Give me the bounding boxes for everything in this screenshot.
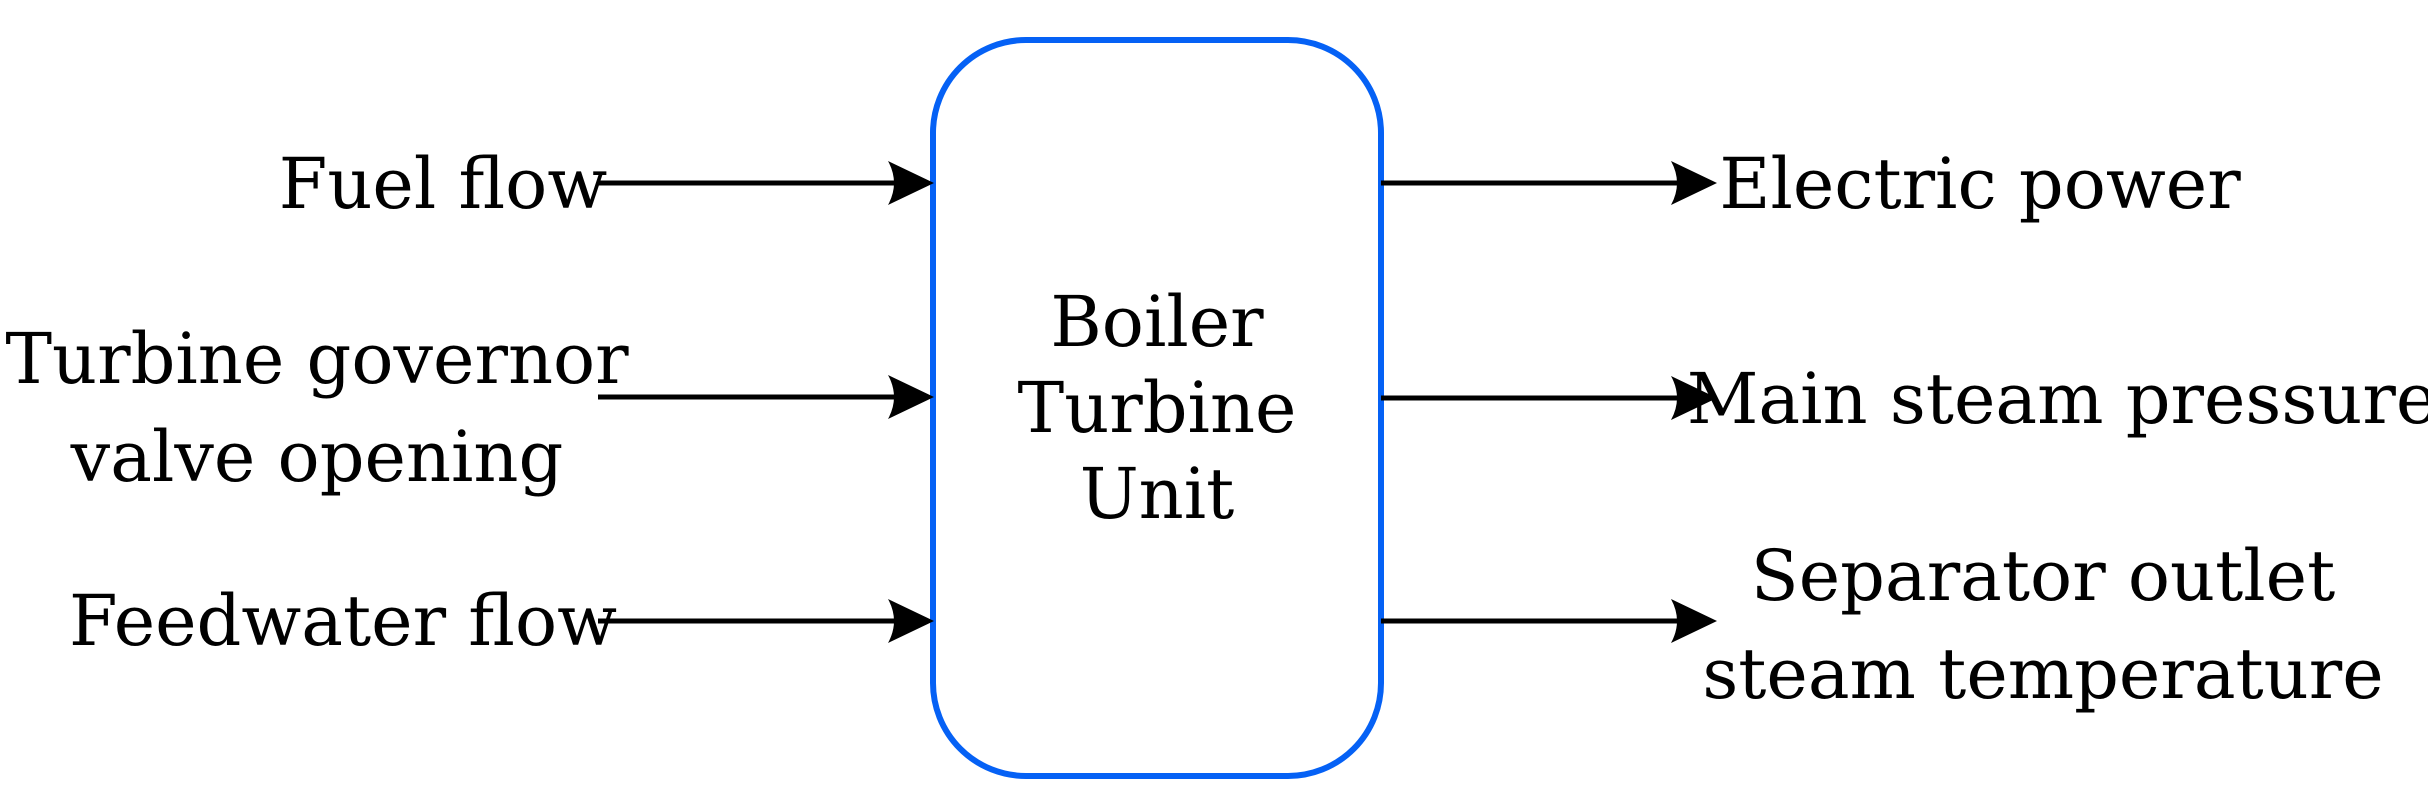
arrow-graphic — [1381, 376, 1717, 420]
output-label-main-steam-pressure: Main steam pressure — [1687, 350, 2428, 448]
output-label-electric-power: Electric power — [1719, 135, 2240, 233]
input-arrow-feedwater-flow — [598, 596, 934, 646]
input-label-feedwater-flow: Feedwater flow — [69, 572, 617, 670]
arrow-graphic — [598, 599, 934, 643]
input-label-fuel-flow: Fuel flow — [279, 135, 607, 233]
input-label-turbine-governor-valve-opening: Turbine governor valve opening — [5, 310, 628, 506]
input-arrow-fuel-flow — [598, 158, 934, 208]
arrow-graphic — [598, 375, 934, 419]
label-line: steam temperature — [1702, 633, 2384, 715]
label-line: Feedwater flow — [68, 580, 618, 662]
block-label-line: Boiler — [1050, 281, 1264, 363]
output-label-separator-outlet-steam-temperature: Separator outlet steam temperature — [1702, 527, 2383, 723]
label-line: Separator outlet — [1750, 535, 2336, 617]
arrow-graphic — [598, 161, 934, 205]
arrow-graphic — [1381, 599, 1717, 643]
output-arrow-separator-outlet-steam-temperature — [1381, 596, 1717, 646]
block-label: Boiler Turbine Unit — [1018, 279, 1297, 537]
label-line: Electric power — [1719, 143, 2241, 225]
label-line: Turbine governor — [5, 318, 629, 400]
output-arrow-main-steam-pressure — [1381, 373, 1717, 423]
boiler-turbine-unit-block: Boiler Turbine Unit — [930, 37, 1384, 779]
label-line: Fuel flow — [278, 143, 608, 225]
input-arrow-turbine-governor-valve-opening — [598, 372, 934, 422]
label-line: valve opening — [70, 416, 564, 498]
label-line: Main steam pressure — [1686, 358, 2428, 440]
block-label-line: Turbine — [1017, 367, 1297, 449]
output-arrow-electric-power — [1381, 158, 1717, 208]
arrow-graphic — [1381, 161, 1717, 205]
block-label-line: Unit — [1079, 453, 1235, 535]
